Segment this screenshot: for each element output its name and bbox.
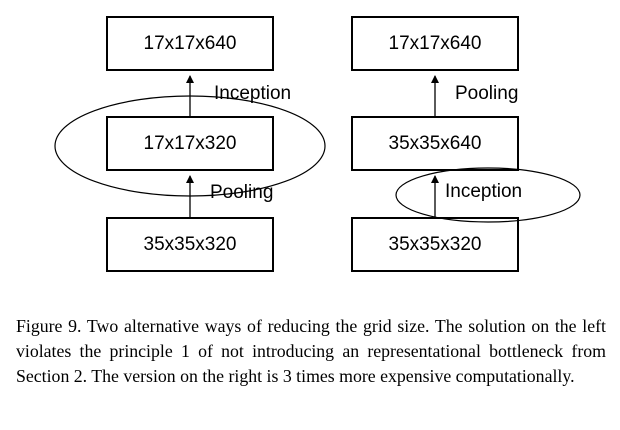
left-bottom-box-label: 35x35x320 xyxy=(144,234,237,255)
right-middle-box: 35x35x640 xyxy=(351,116,519,171)
right-top-box-label: 17x17x640 xyxy=(389,33,482,54)
right-inception-ellipse xyxy=(395,167,581,223)
right-bottom-box-label: 35x35x320 xyxy=(389,234,482,255)
right-lower-arrow-label: Inception xyxy=(445,181,522,202)
grid-reduction-diagram: 17x17x640 17x17x320 35x35x320 Inception … xyxy=(54,16,581,272)
left-middle-box: 17x17x320 xyxy=(106,116,274,171)
left-panel: 17x17x640 17x17x320 35x35x320 Inception … xyxy=(54,16,326,272)
left-upper-arrow-label: Inception xyxy=(214,83,291,104)
left-top-box-label: 17x17x640 xyxy=(144,33,237,54)
left-bottom-box: 35x35x320 xyxy=(106,217,274,272)
right-panel: 17x17x640 35x35x640 35x35x320 Pooling In… xyxy=(351,16,581,272)
left-lower-arrow-label: Pooling xyxy=(210,182,273,203)
right-bottom-box: 35x35x320 xyxy=(351,217,519,272)
left-top-box: 17x17x640 xyxy=(106,16,274,71)
right-top-box: 17x17x640 xyxy=(351,16,519,71)
figure-caption: Figure 9. Two alternative ways of reduci… xyxy=(16,316,606,386)
left-middle-box-label: 17x17x320 xyxy=(144,133,237,154)
right-middle-box-label: 35x35x640 xyxy=(389,133,482,154)
right-upper-arrow-label: Pooling xyxy=(455,83,518,104)
